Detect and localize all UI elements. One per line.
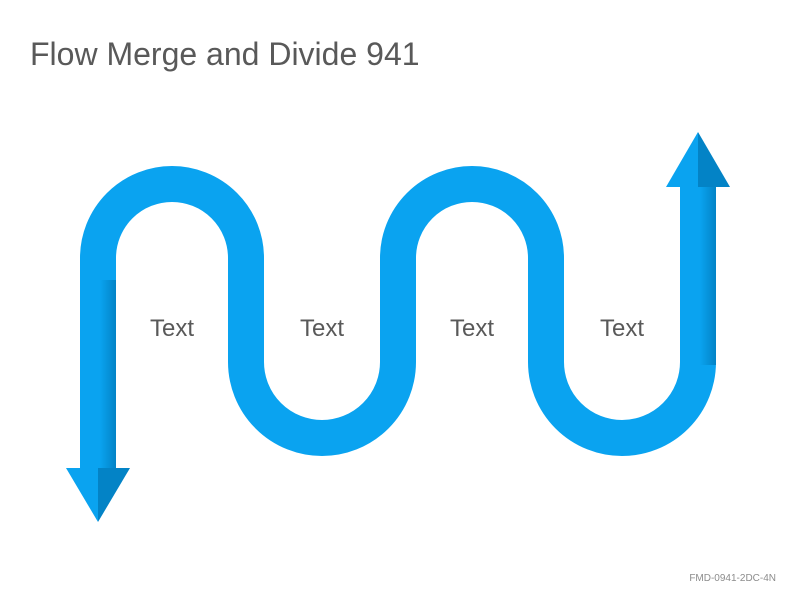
slide-code: FMD-0941-2DC-4N — [689, 573, 776, 584]
arrow-up-icon — [666, 132, 730, 187]
flow-band — [80, 166, 716, 468]
flow-label-1: Text — [150, 315, 194, 342]
flow-label-3: Text — [450, 315, 494, 342]
slide-title: Flow Merge and Divide 941 — [30, 36, 420, 72]
flow-label-4: Text — [600, 315, 644, 342]
left-shaft-shade — [80, 280, 116, 470]
flow-label-2: Text — [300, 315, 344, 342]
right-shaft-shade — [680, 185, 716, 365]
arrow-down-icon — [66, 468, 130, 522]
